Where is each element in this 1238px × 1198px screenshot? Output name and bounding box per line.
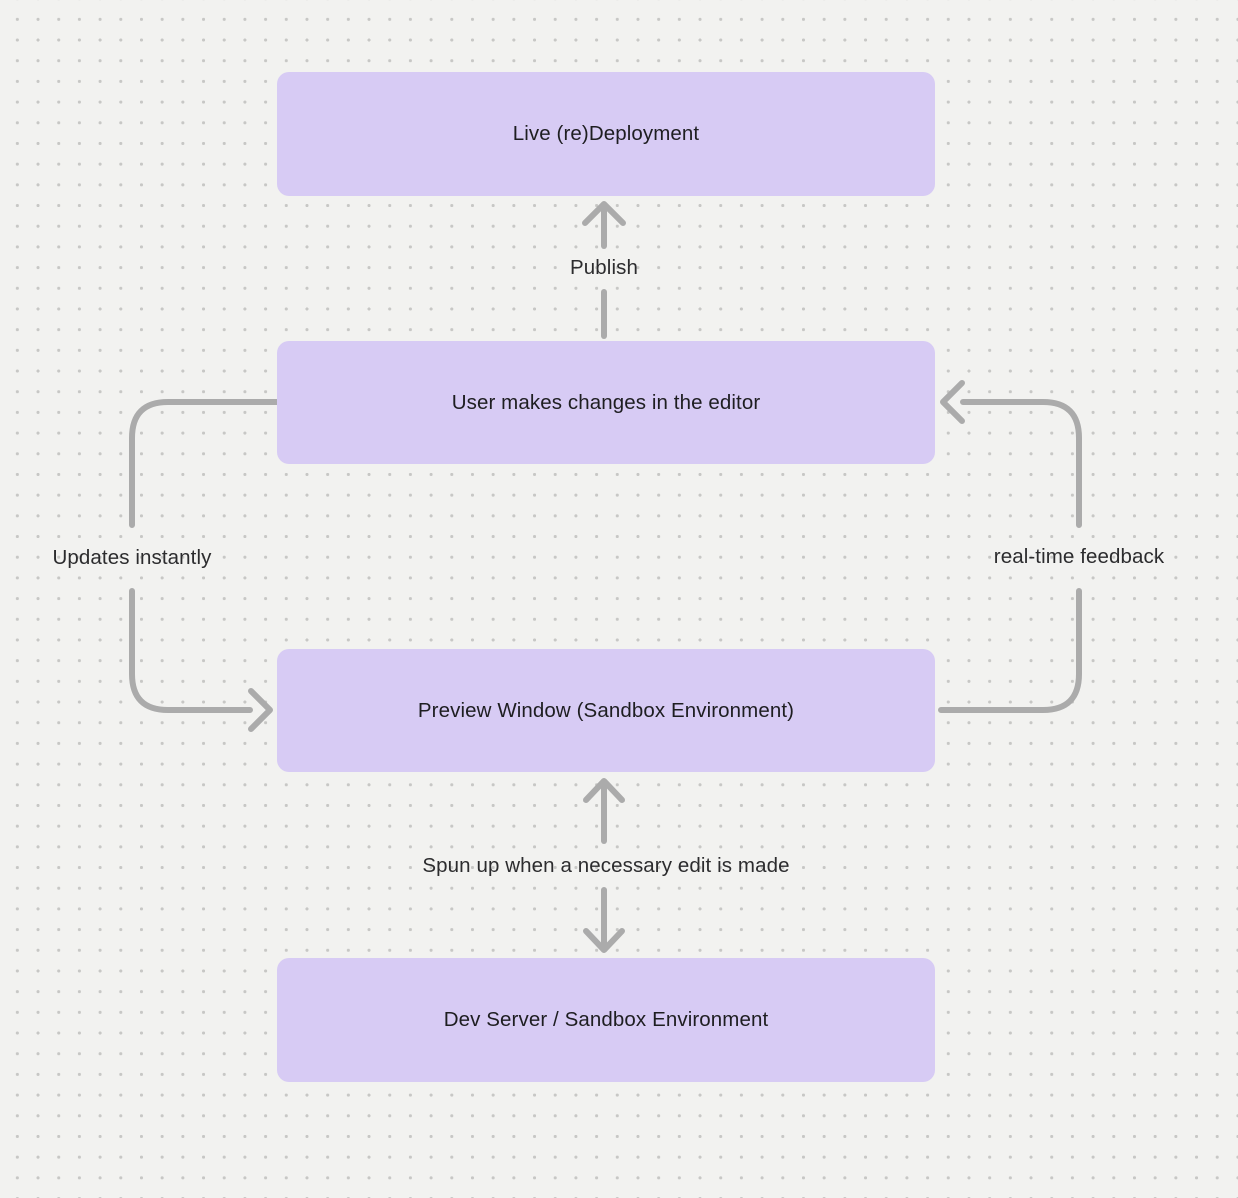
- node-dev-server: Dev Server / Sandbox Environment: [277, 958, 935, 1082]
- updates-instantly-line-lower: [129, 588, 253, 713]
- node-preview-window-label: Preview Window (Sandbox Environment): [417, 698, 795, 722]
- spun-up-arrowhead-down-icon: [583, 928, 625, 953]
- realtime-feedback-line-lower: [938, 588, 1082, 713]
- spun-up-arrowhead-up-icon: [583, 778, 625, 803]
- updates-instantly-line-upper: [129, 399, 280, 528]
- edge-label-real-time-feedback: real-time feedback: [993, 545, 1165, 568]
- realtime-feedback-arrowhead-icon: [940, 380, 965, 424]
- node-user-editor-label: User makes changes in the editor: [451, 390, 761, 414]
- edge-label-spun-up: Spun up when a necessary edit is made: [422, 854, 790, 877]
- updates-instantly-arrowhead-icon: [248, 688, 273, 732]
- node-live-redeployment-label: Live (re)Deployment: [512, 122, 700, 145]
- node-user-editor: User makes changes in the editor: [277, 341, 935, 464]
- realtime-feedback-line-upper: [960, 399, 1082, 528]
- edge-label-updates-instantly: Updates instantly: [52, 546, 212, 569]
- node-dev-server-label: Dev Server / Sandbox Environment: [443, 1008, 769, 1031]
- node-preview-window: Preview Window (Sandbox Environment): [277, 649, 935, 772]
- edge-label-publish: Publish: [570, 256, 638, 279]
- node-live-redeployment: Live (re)Deployment: [277, 72, 935, 196]
- publish-arrowhead-icon: [582, 201, 626, 226]
